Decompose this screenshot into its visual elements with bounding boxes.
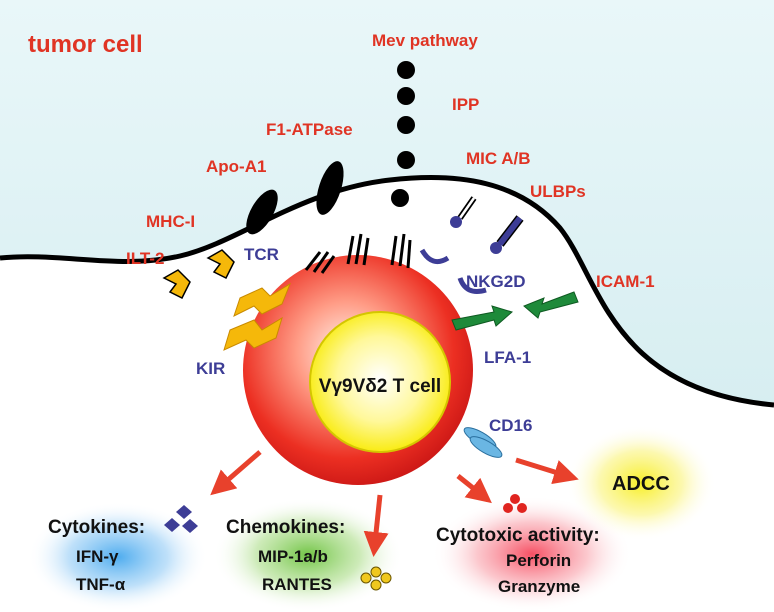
- output-arrows: [210, 450, 579, 557]
- ipp-label: IPP: [452, 95, 479, 114]
- mev-pathway-label: Mev pathway: [372, 31, 478, 50]
- nkg2d-shape: [419, 248, 487, 294]
- f1-atpase-shape: [316, 161, 344, 215]
- kir-label: KIR: [196, 359, 225, 378]
- cytotoxic-item-1: Perforin: [506, 551, 571, 570]
- ulbps-shape: [490, 215, 524, 254]
- cytotoxic-item-2: Granzyme: [498, 577, 580, 596]
- ipp-dots: [391, 61, 415, 207]
- tumor-membrane-line: [0, 175, 774, 408]
- f1-atpase-label: F1-ATPase: [266, 120, 353, 139]
- apo-a1-shape: [246, 189, 278, 235]
- ulbps-label: ULBPs: [530, 182, 586, 201]
- chemokine-molecules: [360, 566, 392, 591]
- chemokine-item-1: MIP-1a/b: [258, 547, 328, 566]
- tumor-membrane-fill: [0, 0, 774, 405]
- cd16-shape: [463, 427, 503, 458]
- t-cell-label: Vγ9Vδ2 T cell: [319, 376, 441, 397]
- cytotoxic-title: Cytotoxic activity:: [436, 525, 600, 546]
- lfa1-label: LFA-1: [484, 348, 531, 367]
- nkg2d-label: NKG2D: [466, 272, 526, 291]
- mic-ab-shape: [450, 196, 477, 228]
- cytokine-diamonds: [164, 505, 198, 533]
- cytokines-glow: [28, 502, 208, 612]
- mic-ab-label: MIC A/B: [466, 149, 531, 168]
- tcr-label: TCR: [244, 245, 279, 264]
- t-cell-nucleus: [309, 311, 451, 453]
- cytokine-item-2: TNF-α: [76, 575, 126, 594]
- tcr-bars: [304, 233, 412, 274]
- kir-shapes: [223, 282, 292, 351]
- adcc-label: ADCC: [612, 473, 670, 495]
- lfa1-shape: [451, 305, 514, 331]
- chemokines-title: Chemokines:: [226, 517, 345, 538]
- cytokine-item-1: IFN-γ: [76, 547, 119, 566]
- icam1-shape: [523, 291, 579, 319]
- ilt2-label: ILT-2: [126, 249, 164, 268]
- ilt2-shapes: [162, 249, 235, 300]
- cytokines-title: Cytokines:: [48, 517, 145, 538]
- adcc-glow: [566, 425, 716, 541]
- tumor-cell-label: tumor cell: [28, 31, 143, 58]
- chemokines-glow: [213, 498, 403, 612]
- cd16-label: CD16: [489, 416, 532, 435]
- cytotoxic-granules: [503, 494, 527, 513]
- cytotoxic-glow: [432, 496, 632, 612]
- chemokine-item-2: RANTES: [262, 575, 332, 594]
- icam1-label: ICAM-1: [596, 272, 655, 291]
- mhc-i-label: MHC-I: [146, 212, 195, 231]
- apo-a1-label: Apo-A1: [206, 157, 266, 176]
